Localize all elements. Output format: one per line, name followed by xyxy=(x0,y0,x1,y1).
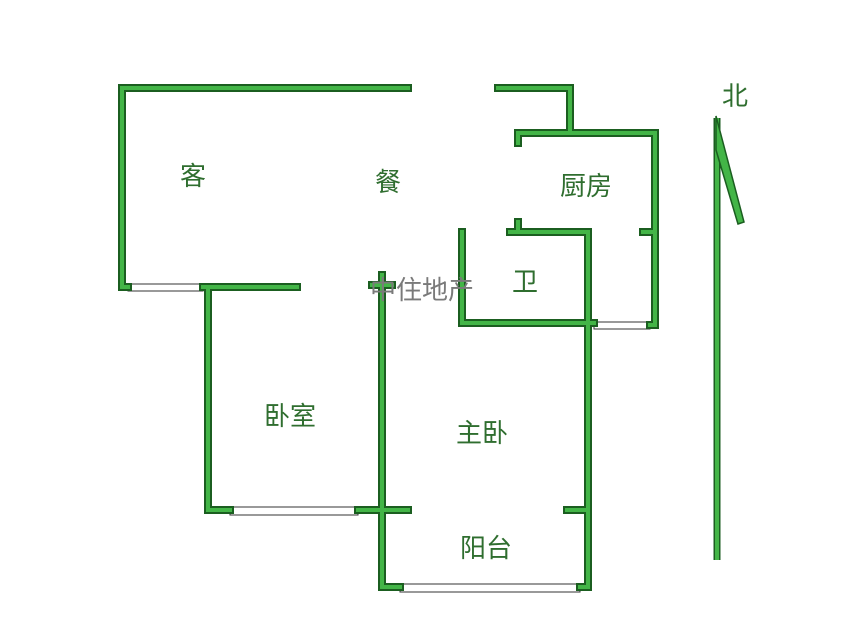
wall-segment xyxy=(380,273,402,589)
wall-segment xyxy=(120,86,130,289)
window-living xyxy=(127,283,204,292)
wall-segment xyxy=(516,131,657,327)
north-arrow xyxy=(713,115,745,560)
watermark: 中住地产 xyxy=(370,276,475,306)
room-label-balcony: 阳台 xyxy=(460,534,513,564)
walls xyxy=(118,84,659,591)
wall-segment xyxy=(378,271,404,591)
wall-segment xyxy=(204,283,234,514)
window-kitchen xyxy=(593,321,651,330)
wall-segment xyxy=(494,84,574,137)
north-label: 北 xyxy=(722,82,749,112)
room-label-bathroom: 卫 xyxy=(512,268,539,298)
window-balcony xyxy=(399,583,581,593)
room-label-master-bedroom: 主卧 xyxy=(456,419,509,449)
room-label-living: 客 xyxy=(180,162,207,192)
room-label-dining: 餐 xyxy=(375,168,402,198)
room-label-bedroom: 卧室 xyxy=(264,402,317,432)
wall-segment xyxy=(496,86,572,135)
wall-segment xyxy=(460,230,596,325)
wall-segment xyxy=(508,230,590,589)
window-bedroom xyxy=(229,506,359,516)
room-label-kitchen: 厨房 xyxy=(560,172,613,202)
wall-segment xyxy=(206,285,232,512)
